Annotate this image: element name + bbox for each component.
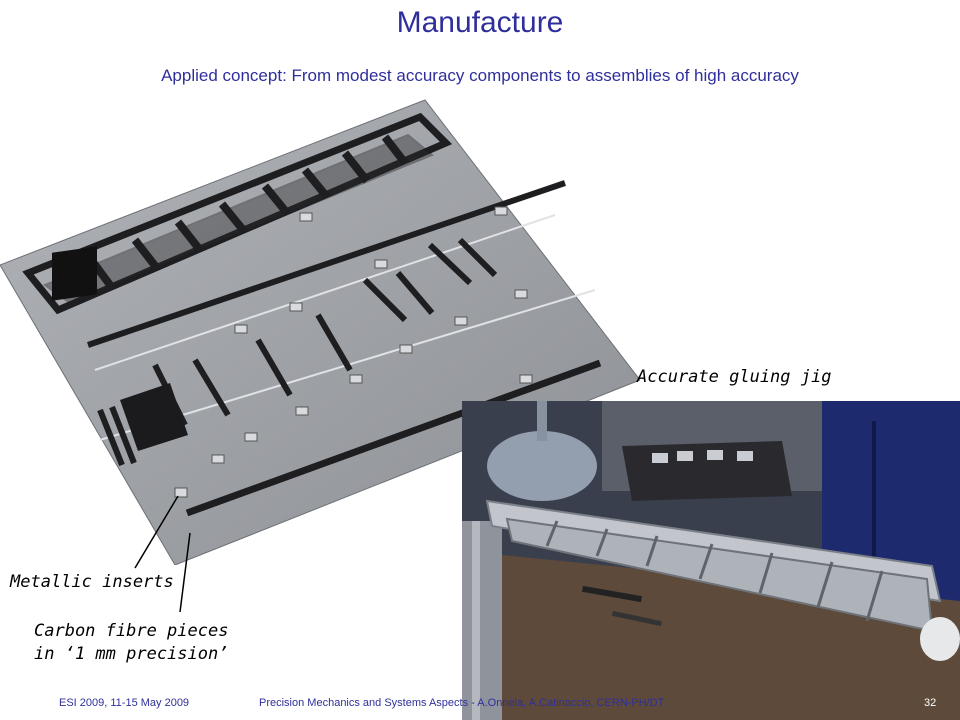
carbon-strip: [185, 359, 602, 517]
arrow-carbon: [179, 532, 191, 613]
carbon-pieces: [97, 237, 498, 467]
ladder-panel: [52, 246, 97, 301]
frame-leg: [462, 521, 502, 720]
ladder-frame: [22, 112, 453, 315]
grey-plate: [0, 99, 640, 565]
footer-talk: Precision Mechanics and Systems Aspects …: [259, 697, 665, 709]
footer-page-number: 32: [924, 697, 937, 709]
carbon-strip: [87, 180, 566, 348]
clamp-tools: [581, 585, 643, 603]
carbon-panel: [120, 383, 188, 451]
lamp-dome: [487, 431, 597, 501]
metallic-inserts: [174, 206, 533, 498]
footer-event: ESI 2009, 11-15 May 2009: [59, 697, 190, 709]
slide-subtitle: Applied concept: From modest accuracy co…: [161, 66, 799, 85]
label-accurate-gluing-jig: Accurate gluing jig: [637, 367, 832, 387]
assembly-plate-photo: [0, 99, 640, 565]
gluing-jig-photo: [462, 401, 960, 720]
label-carbon-fibre-line2: in ‘1 mm precision’: [34, 644, 229, 664]
white-tube: [920, 617, 960, 661]
label-metallic-inserts: Metallic inserts: [10, 572, 174, 592]
slide-title: Manufacture: [396, 6, 564, 39]
label-carbon-fibre-line1: Carbon fibre pieces: [34, 621, 229, 641]
arrow-inserts: [134, 495, 179, 569]
